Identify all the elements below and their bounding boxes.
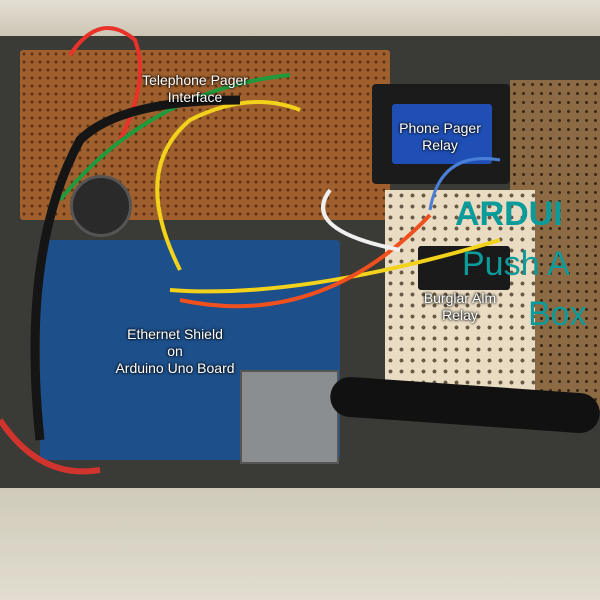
capacitor [70,175,132,237]
label-line: Interface [167,89,223,105]
title-line-3: Box [528,295,587,333]
black-harness [30,95,241,441]
phone-pager-relay [392,104,492,164]
burglar-relay-board [385,190,535,390]
phone-pager-relay-label: Phone Pager Relay [385,120,495,154]
burglar-relay-label: Burglar Alm Relay [405,290,515,324]
yellow-wire [155,100,301,271]
label-line: Relay [422,137,458,153]
title-line-2: Push A [462,245,570,283]
telephone-pager-label: Telephone Pager Interface [120,72,270,106]
white-wire [321,188,401,252]
label-line: Ethernet Shield [127,326,223,342]
oki-relay-chip [418,246,510,290]
label-line: Relay [442,307,478,323]
label-line: Arduino Uno Board [115,360,235,376]
enclosure-top-wall [0,0,600,40]
title-line-1: ARDUI [455,195,563,233]
label-line: Burglar Alm [423,290,497,306]
multicolor-harness [0,418,101,475]
label-line: Phone Pager [399,120,481,136]
label-line: on [167,343,183,359]
orange-wire [179,213,432,309]
ethernet-shield-label: Ethernet Shield on Arduino Uno Board [95,326,255,377]
green-wire [58,73,291,202]
enclosure-bottom-wall [0,488,600,600]
blue-wire [428,157,501,211]
yellow-wire-2 [169,238,501,294]
ethernet-jack [240,370,339,464]
label-line: Telephone Pager [142,72,248,88]
